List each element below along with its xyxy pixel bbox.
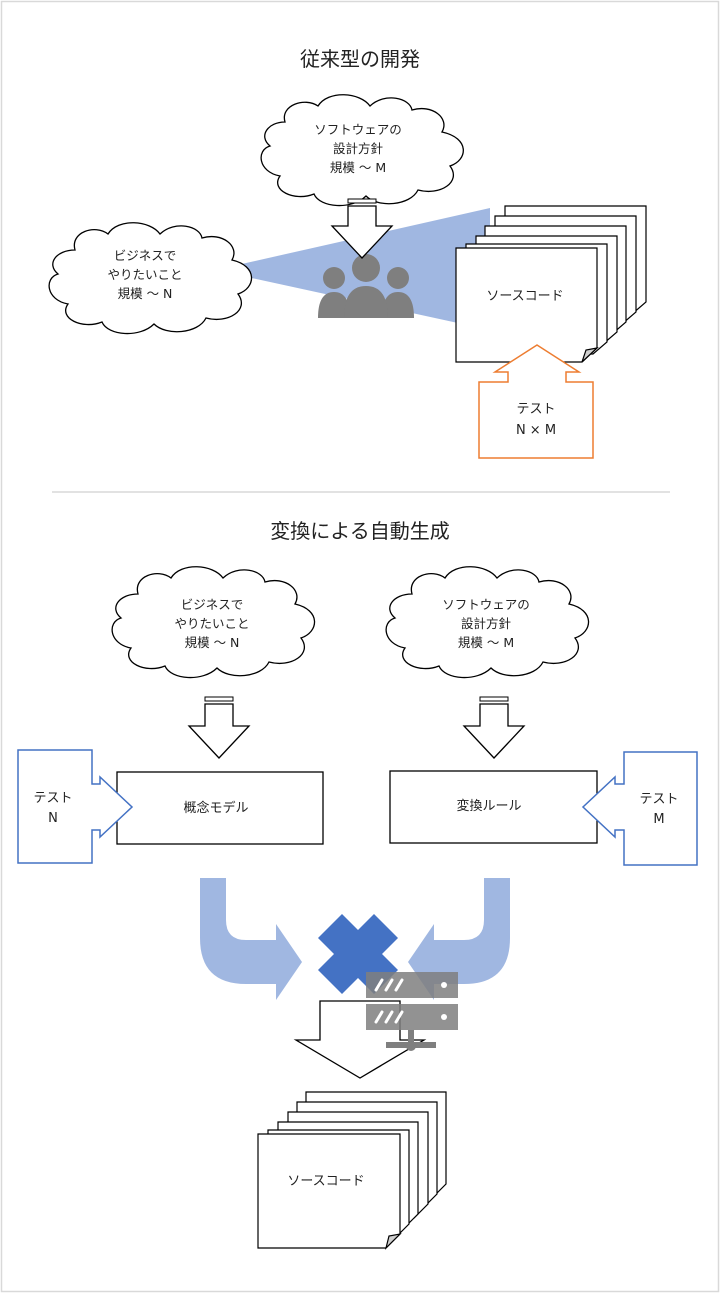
svg-text:N × M: N × M [516, 423, 556, 438]
svg-text:ソースコード: ソースコード [287, 1174, 364, 1189]
svg-text:ビジネスで: ビジネスで [114, 248, 177, 263]
svg-text:変換ルール: 変換ルール [456, 798, 521, 814]
svg-text:テスト: テスト [516, 402, 555, 417]
svg-text:ビジネスで: ビジネスで [181, 597, 244, 612]
svg-text:規模 〜 N: 規模 〜 N [185, 635, 240, 650]
svg-text:テスト: テスト [33, 791, 72, 806]
business-goal-cloud-2: ビジネスで やりたいこと 規模 〜 N [111, 566, 316, 679]
server-icon [366, 972, 458, 1051]
test-n-callout: テスト N [17, 749, 134, 864]
svg-text:設計方針: 設計方針 [333, 141, 384, 156]
people-group-icon [318, 254, 414, 318]
svg-text:ソースコード: ソースコード [486, 289, 563, 304]
svg-text:設計方針: 設計方針 [461, 616, 512, 631]
svg-text:テスト: テスト [639, 792, 678, 807]
svg-text:規模 〜 M: 規模 〜 M [330, 160, 386, 175]
source-code-stack-2: ソースコード [257, 1091, 447, 1250]
svg-text:規模 〜 M: 規模 〜 M [458, 635, 514, 650]
svg-text:やりたいこと: やりたいこと [107, 267, 182, 282]
svg-text:M: M [653, 812, 664, 827]
test-n-times-m-box: テスト N × M [478, 344, 594, 459]
business-goal-cloud: ビジネスで やりたいこと 規模 〜 N [48, 222, 253, 335]
transform-rules-box: 変換ルール [389, 770, 598, 844]
svg-text:概念モデル: 概念モデル [183, 800, 248, 816]
section2-title: 変換による自動生成 [270, 519, 449, 543]
section1-title: 従来型の開発 [300, 47, 420, 71]
source-code-stack: ソースコード [455, 205, 647, 363]
software-policy-cloud: ソフトウェアの 設計方針 規模 〜 M [260, 94, 464, 207]
down-arrow-icon-right [462, 696, 526, 759]
svg-text:やりたいこと: やりたいこと [174, 616, 249, 631]
down-arrow-icon [330, 198, 394, 259]
down-arrow-icon-left [187, 696, 251, 759]
curved-arrow-left [200, 878, 302, 1000]
concept-model-box: 概念モデル [116, 771, 324, 845]
software-policy-cloud-2: ソフトウェアの 設計方針 規模 〜 M [385, 566, 590, 679]
curved-arrow-right [408, 878, 510, 1000]
svg-text:ソフトウェアの: ソフトウェアの [442, 597, 530, 612]
svg-text:ソフトウェアの: ソフトウェアの [314, 122, 402, 137]
test-m-callout: テスト M [581, 751, 698, 866]
svg-text:規模 〜 N: 規模 〜 N [118, 286, 173, 301]
svg-text:N: N [48, 811, 58, 826]
